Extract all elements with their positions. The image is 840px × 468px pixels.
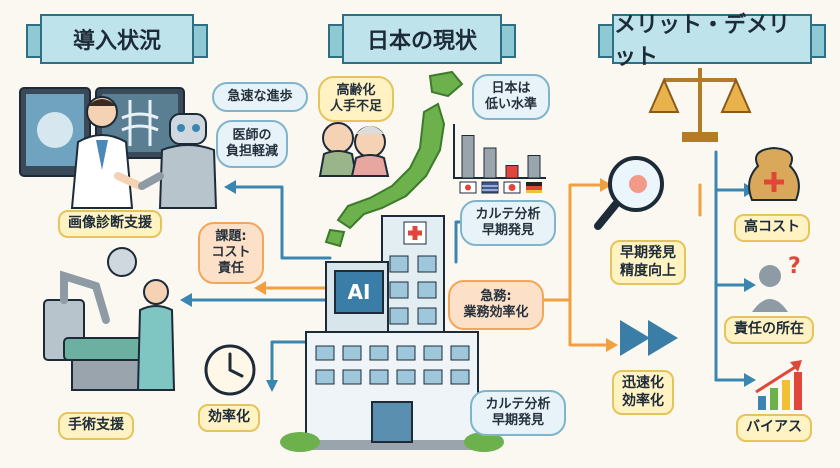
bubble-aging-shortage: 高齢化 人手不足 (318, 76, 394, 122)
question-mark-icon: ? (788, 254, 801, 279)
banner-adoption: 導入状況 (26, 14, 208, 64)
label-speed-efficiency: 迅速化 効率化 (612, 370, 674, 415)
window (315, 369, 335, 385)
magnifier-icon (594, 156, 664, 230)
window (417, 281, 437, 299)
robot-illustration (138, 113, 218, 209)
money-bag-icon (748, 146, 800, 201)
bar-1 (461, 135, 475, 179)
hospital-windows (315, 255, 470, 385)
banner-japan-status: 日本の現状 (328, 14, 516, 64)
clock-icon (204, 344, 256, 396)
window (450, 345, 470, 361)
label-imaging-support: 画像診断支援 (58, 210, 162, 238)
bubble-japan-low-level: 日本は 低い水準 (472, 74, 550, 120)
label-responsibility: 責任の所在 (724, 316, 814, 344)
bar-2 (483, 147, 497, 179)
window (396, 369, 416, 385)
label-efficiency: 効率化 (198, 404, 260, 432)
label-surgery-support: 手術支援 (58, 412, 134, 440)
fast-forward-icon (620, 320, 678, 356)
window (396, 345, 416, 361)
person-question-icon (752, 265, 788, 312)
window (389, 307, 409, 325)
window (342, 369, 362, 385)
arrow-to-imaging (234, 185, 332, 260)
japan-map (324, 70, 464, 248)
bubble-urgent-efficiency: 急務: 業務効率化 (448, 280, 544, 330)
elderly-couple-illustration (318, 122, 390, 177)
ai-panel: AI (334, 270, 384, 314)
bar-3 (505, 165, 519, 179)
bubble-chart-analysis-top: カルテ分析 早期発見 (460, 200, 556, 246)
window (315, 345, 335, 361)
label-bias: バイアス (736, 414, 812, 442)
doctor-illustration (70, 96, 144, 209)
scales-icon (648, 68, 752, 142)
window (423, 345, 443, 361)
window (423, 369, 443, 385)
arrow-right-bottom (568, 298, 608, 347)
window (342, 345, 362, 361)
arrow-right-top (538, 183, 602, 302)
arrow-heads (180, 178, 756, 392)
window (417, 255, 437, 273)
label-early-detection-accuracy: 早期発見 精度向上 (610, 240, 686, 285)
window (369, 369, 389, 385)
window (389, 281, 409, 299)
bias-chart-icon (755, 360, 802, 410)
window (369, 345, 389, 361)
bar-4 (527, 155, 541, 179)
window (389, 255, 409, 273)
surgery-illustration (43, 247, 176, 391)
label-high-cost: 高コスト (734, 214, 810, 242)
bubble-chart-analysis-bottom: カルテ分析 早期発見 (470, 390, 566, 436)
window (450, 369, 470, 385)
window (417, 307, 437, 325)
bar-chart (461, 135, 541, 179)
bubble-reduce-burden: 医師の 負担軽減 (216, 120, 288, 168)
banner-pros-cons: メリット・デメリット (598, 13, 826, 70)
bubble-rapid-progress: 急速な進歩 (212, 82, 308, 112)
bubble-issues: 課題: コスト 責任 (198, 222, 264, 284)
flag-row (459, 181, 542, 194)
